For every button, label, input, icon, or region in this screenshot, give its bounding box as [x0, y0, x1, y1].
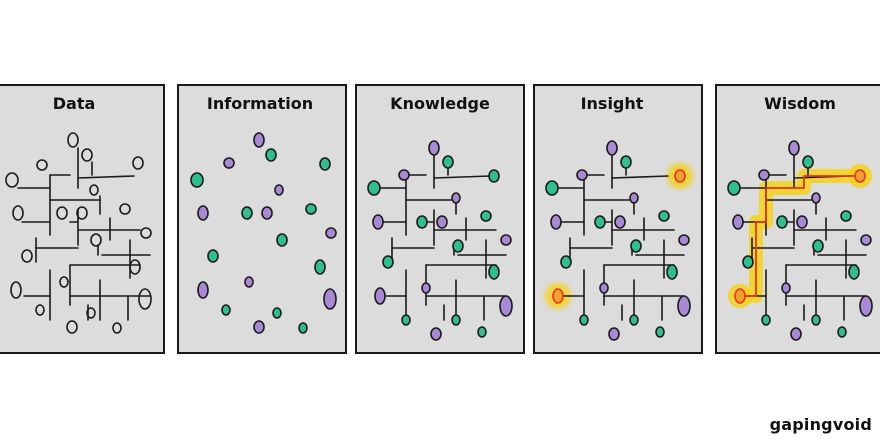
- brand-wordmark: gapingvoid: [769, 415, 872, 434]
- connected-network: [17, 147, 151, 321]
- panel-title: Knowledge: [390, 94, 490, 113]
- insight-nodes: [545, 140, 691, 341]
- panel-title: Information: [207, 94, 313, 113]
- panel-data: Data: [0, 84, 165, 354]
- panel-wisdom: Wisdom: [715, 84, 880, 354]
- panel-title: Data: [53, 94, 96, 113]
- panel-information: Information: [177, 84, 347, 354]
- panel-insight: Insight: [533, 84, 703, 354]
- wisdom-nodes: [727, 140, 873, 341]
- panel-knowledge: Knowledge: [355, 84, 525, 354]
- raw-data-points: [5, 132, 152, 334]
- panel-title: Wisdom: [764, 94, 836, 113]
- colored-data-points: [190, 132, 337, 334]
- knowledge-nodes: [367, 140, 513, 341]
- wisdom-path-line: [740, 175, 860, 297]
- panel-title: Insight: [581, 94, 644, 113]
